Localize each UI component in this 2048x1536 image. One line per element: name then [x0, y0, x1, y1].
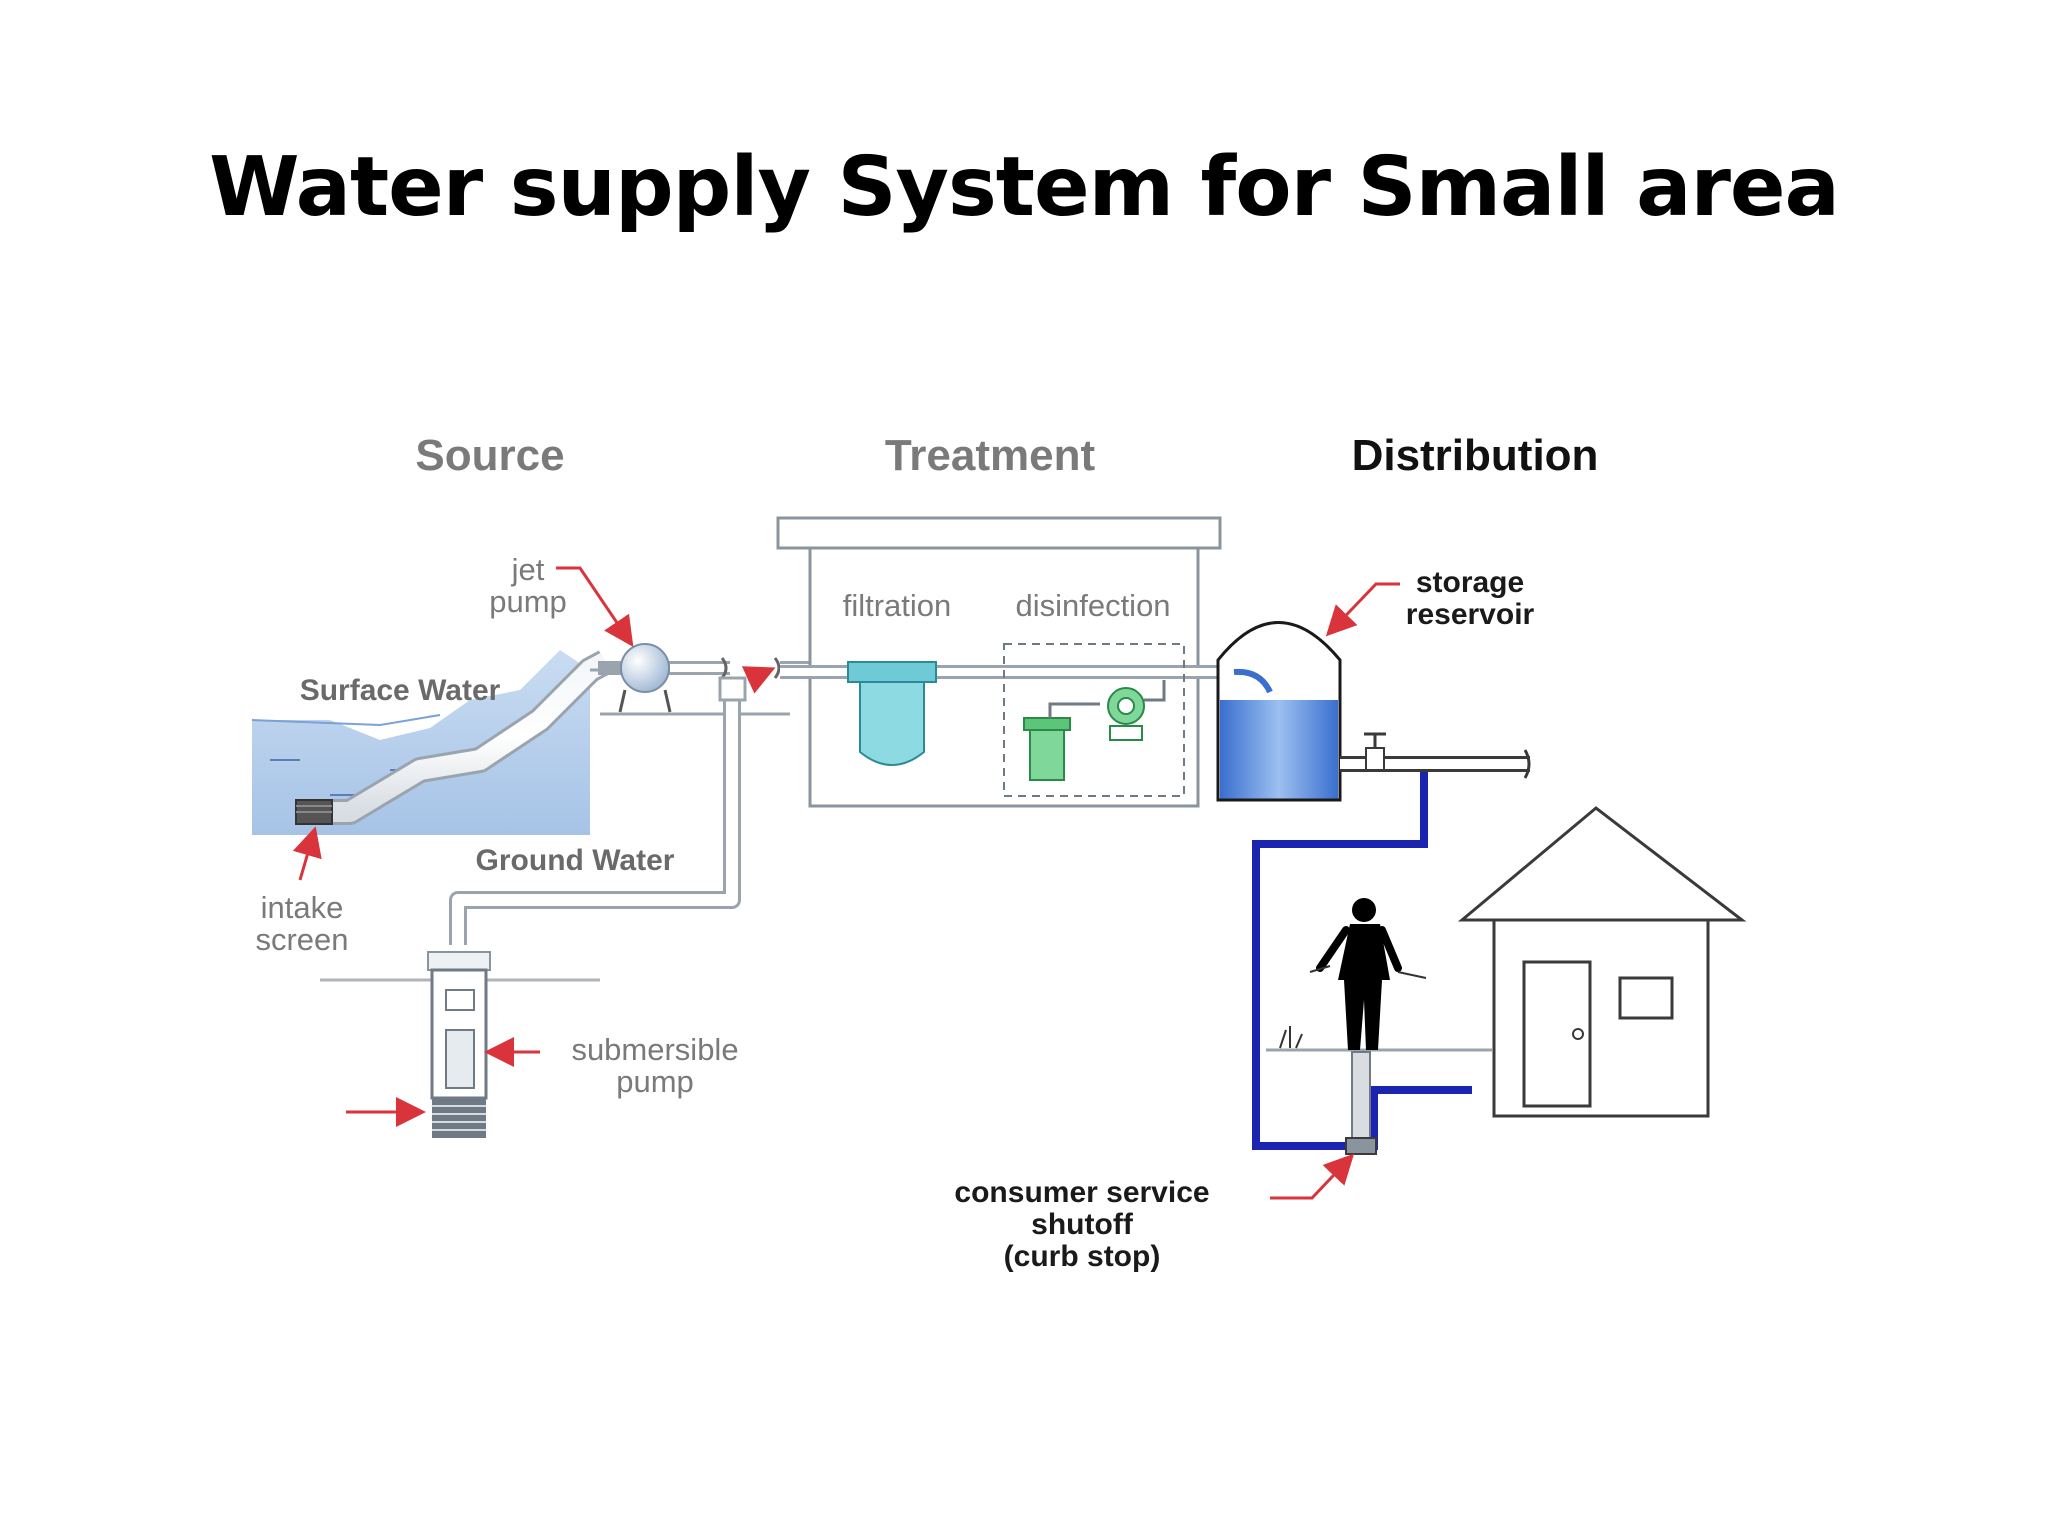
- label-curb-stop-line3: (curb stop): [1004, 1240, 1161, 1273]
- service-line: [1252, 772, 1472, 1150]
- label-ground-water: Ground Water: [476, 844, 675, 877]
- arrow-storage: [1325, 582, 1400, 637]
- label-curb-stop-line1: consumer service: [954, 1176, 1209, 1209]
- label-disinfection: disinfection: [1015, 588, 1170, 623]
- arrow-intake-screen: [292, 826, 322, 881]
- house: [1457, 806, 1747, 1118]
- slide-title: Water supply System for Small area: [209, 140, 1840, 235]
- label-curb-stop-line2: shutoff: [1031, 1208, 1134, 1241]
- curb-stop-valve: [1345, 1051, 1377, 1155]
- label-submersible-line2: pump: [616, 1064, 694, 1099]
- well-submersible-pump: [320, 951, 600, 1138]
- ground-water-pipe: [449, 676, 747, 945]
- treatment-building: [776, 516, 1222, 808]
- distribution-main-pipe: [1340, 732, 1531, 779]
- disinfection-unit: [1003, 643, 1185, 797]
- person-silhouette: [1279, 898, 1427, 1050]
- label-jet-pump-line2: pump: [489, 584, 567, 619]
- section-treatment: Treatment: [885, 431, 1096, 480]
- label-jet-pump-line1: jet: [511, 552, 545, 587]
- arrow-jet-pump: [556, 566, 634, 647]
- label-filtration: filtration: [843, 588, 952, 623]
- filtration-unit: [847, 661, 937, 766]
- label-intake-screen-line2: screen: [255, 922, 348, 957]
- jet-pump: [598, 643, 720, 713]
- section-distribution: Distribution: [1352, 431, 1599, 480]
- arrow-flow-source: [741, 666, 776, 694]
- section-source: Source: [415, 431, 564, 480]
- storage-reservoir: [1216, 621, 1342, 802]
- arrow-curb-stop: [1270, 1153, 1355, 1200]
- label-storage-line1: storage: [1416, 566, 1524, 599]
- label-submersible-line1: submersible: [571, 1032, 738, 1067]
- label-storage-line2: reservoir: [1406, 598, 1535, 631]
- surface-water-body: [251, 650, 590, 835]
- label-surface-water: Surface Water: [300, 674, 501, 707]
- label-intake-screen-line1: intake: [261, 890, 344, 925]
